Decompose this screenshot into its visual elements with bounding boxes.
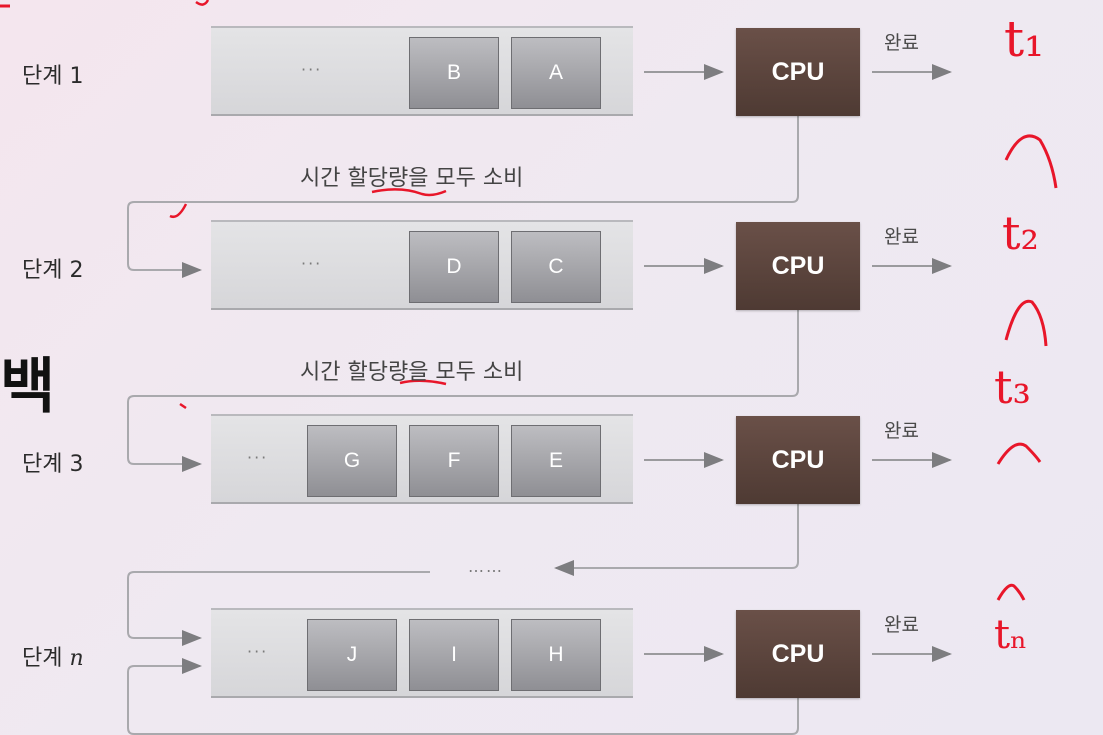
- tick-mark-3: [179, 402, 187, 410]
- order-mark-1: [1004, 134, 1058, 189]
- cpu-box-n: CPU: [736, 610, 860, 698]
- process-E: E: [511, 425, 601, 497]
- stage-label-n: 단계 n: [22, 646, 84, 671]
- process-A: A: [511, 37, 601, 109]
- process-B: B: [409, 37, 499, 109]
- queue-ellipsis: ···: [301, 254, 323, 273]
- process-J: J: [307, 619, 397, 691]
- underline-scribble-1: [371, 188, 447, 197]
- order-mark-2: [1004, 299, 1048, 347]
- underline-scribble-2: [399, 379, 447, 386]
- cropped-heading-glyph: 백: [0, 352, 56, 422]
- cpu-box-3: CPU: [736, 416, 860, 504]
- queue-ellipsis: ···: [301, 60, 323, 79]
- done-label-n: 완료: [884, 614, 919, 636]
- cpu-box-1: CPU: [736, 28, 860, 116]
- quantum-exhausted-label-2: 시간 할당량을 모두 소비: [300, 360, 524, 385]
- handwritten-time-t3: t₃: [994, 360, 1031, 414]
- quantum-exhausted-label-1: 시간 할당량을 모두 소비: [300, 166, 524, 191]
- tick-mark-1: [195, 0, 210, 6]
- done-label-1: 완료: [884, 32, 919, 54]
- done-label-2: 완료: [884, 226, 919, 248]
- queue-ellipsis: ···: [247, 448, 269, 467]
- process-I: I: [409, 619, 499, 691]
- queue-ellipsis: ···: [247, 642, 269, 661]
- handwritten-time-tn: tₙ: [994, 612, 1028, 658]
- process-H: H: [511, 619, 601, 691]
- demote-path-1: [127, 116, 799, 278]
- demote-path-2: [127, 310, 799, 472]
- queue-level-3: ··· G F E: [211, 414, 633, 504]
- process-G: G: [307, 425, 397, 497]
- demote-path-4: [127, 571, 430, 646]
- queue-level-2: ··· D C: [211, 220, 633, 310]
- process-F: F: [409, 425, 499, 497]
- tick-mark-2: [169, 203, 188, 218]
- queue-level-1: ··· B A: [211, 26, 633, 116]
- cpu-box-2: CPU: [736, 222, 860, 310]
- queue-level-n: ··· J I H: [211, 608, 633, 698]
- done-label-3: 완료: [884, 420, 919, 442]
- loop-back-path: [127, 658, 799, 735]
- demote-path-3: [554, 504, 799, 576]
- process-C: C: [511, 231, 601, 303]
- stage-label-2: 단계 2: [22, 258, 84, 283]
- order-mark-4: [996, 583, 1026, 601]
- stage-label-1: 단계 1: [22, 64, 84, 89]
- order-mark-3: [996, 442, 1042, 465]
- handwritten-time-t1: t₁: [1004, 10, 1045, 68]
- process-D: D: [409, 231, 499, 303]
- stage-label-3: 단계 3: [22, 452, 84, 477]
- handwritten-time-t2: t₂: [1002, 206, 1039, 260]
- intermediate-levels-ellipsis: ……: [468, 557, 504, 576]
